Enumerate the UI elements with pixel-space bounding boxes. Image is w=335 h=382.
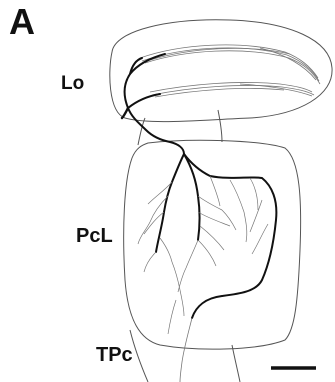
tritocerebrum-label: TPc [96,345,133,365]
panel-letter: A [9,4,35,40]
descending-axon [180,318,192,382]
lobula-dendrites-upper [140,45,320,84]
stalk-right-outline [218,110,222,142]
lobula-dendrites-lower [150,82,314,97]
main-neuron [122,54,276,318]
protocerebrum-outline [124,140,301,349]
lobula-outline [110,20,332,122]
descending-axon-branch [168,300,176,334]
lobula-label: Lo [61,74,84,93]
lateral-protocerebrum-label: PcL [76,226,113,246]
lower-tract-right [232,345,240,382]
